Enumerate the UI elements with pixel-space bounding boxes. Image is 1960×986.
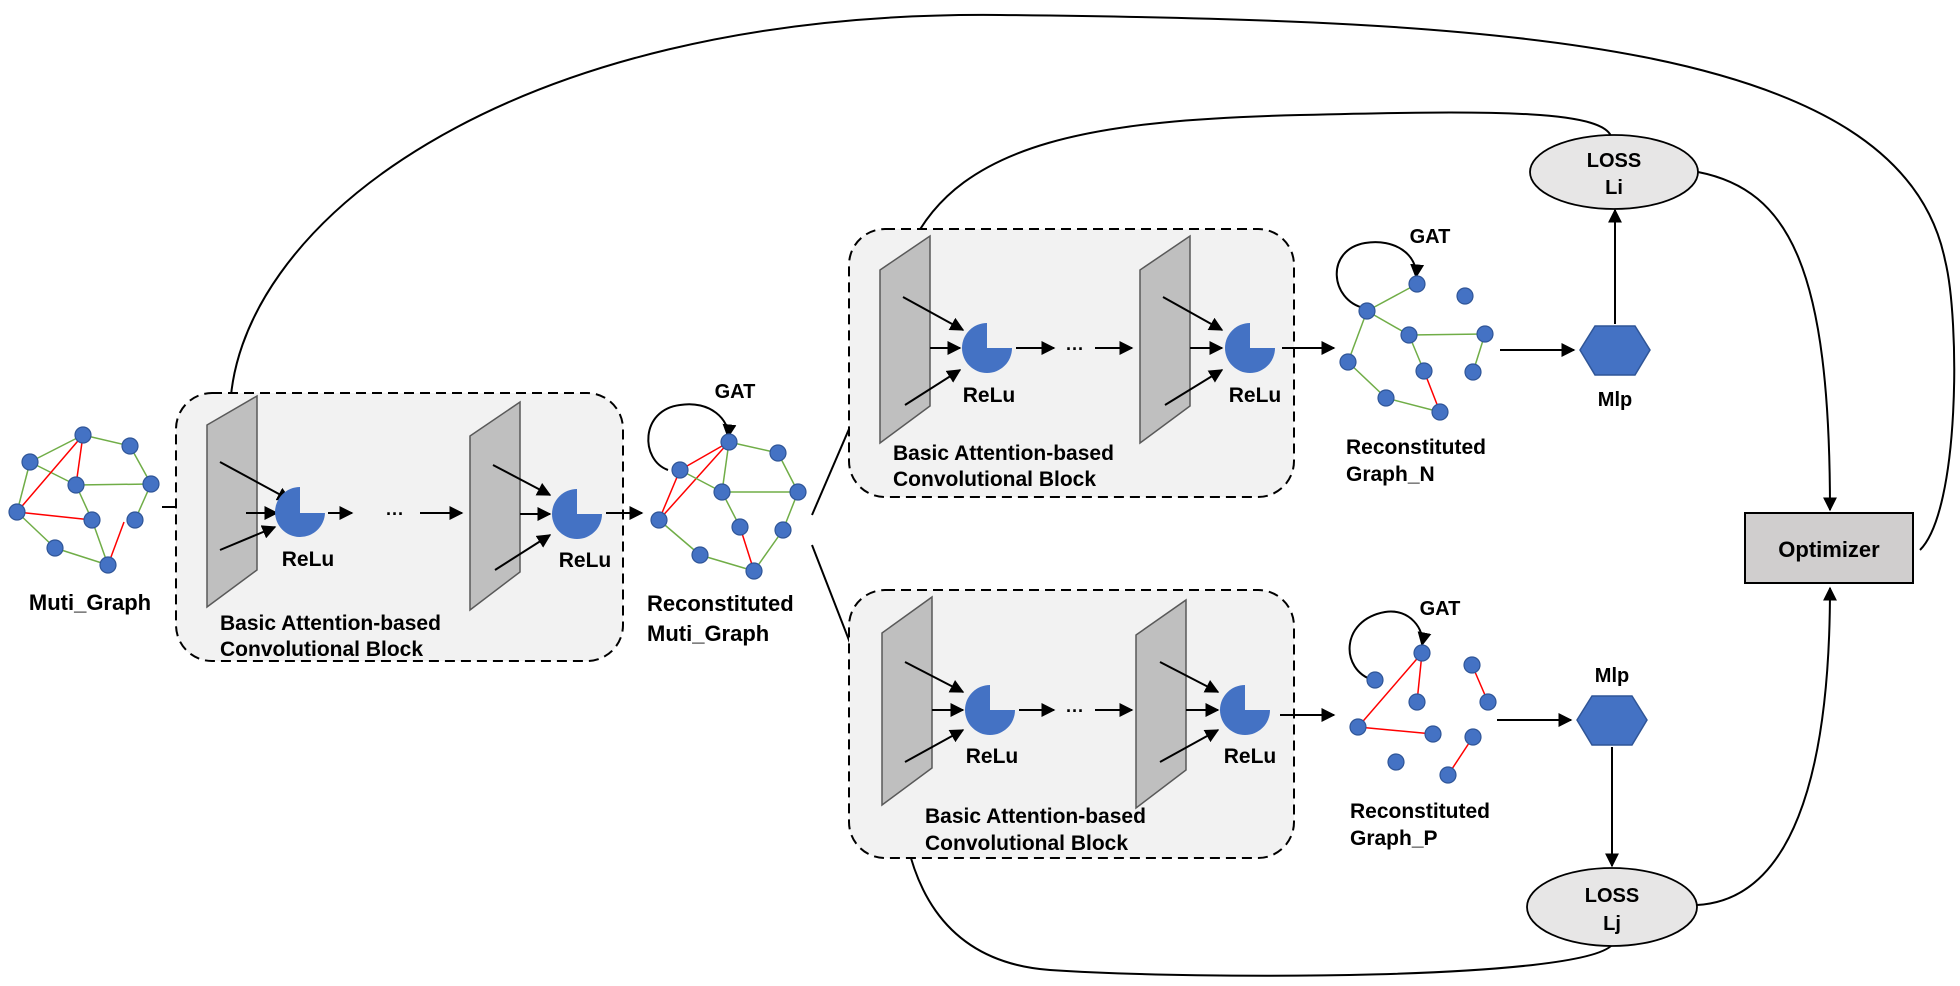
relu-1b-label: ReLu	[559, 549, 612, 572]
layer-na	[879, 234, 931, 445]
gat-label-n: GAT	[1410, 226, 1451, 248]
relu-nb-label: ReLu	[1229, 384, 1282, 407]
muti-graph: Muti_Graph	[8, 426, 160, 615]
loss-li-to-optimizer-curve	[1697, 171, 1837, 512]
loss-lj-to-optimizer-curve	[1696, 586, 1837, 906]
recon-p-label-line2: Graph_P	[1350, 827, 1438, 850]
gat-label-1: GAT	[715, 381, 756, 403]
attention-block-n: ReLu ··· ReLu Basic Attention-based Conv…	[848, 228, 1295, 498]
ellipsis-n: ···	[1066, 339, 1084, 359]
relu-pa-label: ReLu	[966, 745, 1019, 768]
relu-1a-icon	[275, 487, 325, 537]
loss-lj-name: Lj	[1603, 913, 1621, 935]
mlp-n-hexagon-icon	[1579, 325, 1651, 376]
loss-lj: LOSS Lj	[1526, 867, 1698, 947]
ellipsis-1: ···	[386, 504, 404, 524]
loss-lj-title: LOSS	[1585, 885, 1639, 907]
block-n-label-line2: Convolutional Block	[893, 468, 1096, 491]
loss-lj-to-block-p-curve	[893, 788, 1613, 977]
relu-1b-icon	[552, 489, 602, 539]
block-p-label-line1: Basic Attention-based	[925, 805, 1146, 828]
relu-1a-label: ReLu	[282, 548, 335, 571]
muti-graph-label: Muti_Graph	[29, 590, 151, 615]
layer-1a	[206, 394, 258, 609]
block1-label-line1: Basic Attention-based	[220, 612, 441, 635]
loss-li-title: LOSS	[1587, 150, 1641, 172]
relu-pb-icon	[1220, 685, 1270, 735]
relu-na-label: ReLu	[963, 384, 1016, 407]
recon-muti-label-line1: Reconstituted	[647, 591, 794, 616]
recon-muti-label-line2: Muti_Graph	[647, 621, 769, 646]
block-p-label-line2: Convolutional Block	[925, 832, 1128, 855]
loss-li-name: Li	[1605, 177, 1623, 199]
optimizer-label: Optimizer	[1778, 537, 1880, 562]
optimizer: Optimizer	[1744, 512, 1914, 584]
relu-nb-icon	[1225, 323, 1275, 373]
mlp-p-hexagon-icon	[1576, 695, 1648, 746]
attention-block-1: ReLu ··· ReLu Basic Attention-based Conv…	[175, 392, 624, 662]
layer-nb	[1139, 234, 1191, 445]
ellipsis-p: ···	[1066, 701, 1084, 721]
layer-pa	[881, 595, 933, 807]
recon-p-label-line1: Reconstituted	[1350, 800, 1490, 823]
mlp-p: Mlp	[1576, 665, 1648, 746]
relu-na-icon	[962, 323, 1012, 373]
loss-li-to-block-n-curve	[908, 111, 1613, 250]
relu-pa-icon	[965, 685, 1015, 735]
mlp-n: Mlp	[1579, 325, 1651, 411]
reconstituted-graph-p: GAT Reconstituted Graph_P	[1348, 598, 1497, 850]
feedback-curves	[223, 13, 1956, 977]
mlp-p-label: Mlp	[1595, 665, 1629, 687]
relu-pb-label: ReLu	[1224, 745, 1277, 768]
recon-n-label-line1: Reconstituted	[1346, 436, 1486, 459]
reconstituted-muti-graph: GAT Reconstituted Muti_Graph	[647, 381, 807, 646]
block1-label-line2: Convolutional Block	[220, 638, 423, 661]
layer-1b	[469, 400, 521, 612]
optimizer-to-block1-curve	[223, 13, 1956, 551]
loss-li: LOSS Li	[1529, 134, 1699, 210]
recon-n-label-line2: Graph_N	[1346, 463, 1435, 486]
reconstituted-graph-n: GAT Reconstituted Graph_N	[1335, 226, 1494, 486]
gat-label-p: GAT	[1420, 598, 1461, 620]
attention-block-p: ReLu ··· ReLu Basic Attention-based Conv…	[848, 589, 1295, 859]
block-n-label-line1: Basic Attention-based	[893, 442, 1114, 465]
mlp-n-label: Mlp	[1598, 389, 1632, 411]
layer-pb	[1135, 598, 1187, 810]
